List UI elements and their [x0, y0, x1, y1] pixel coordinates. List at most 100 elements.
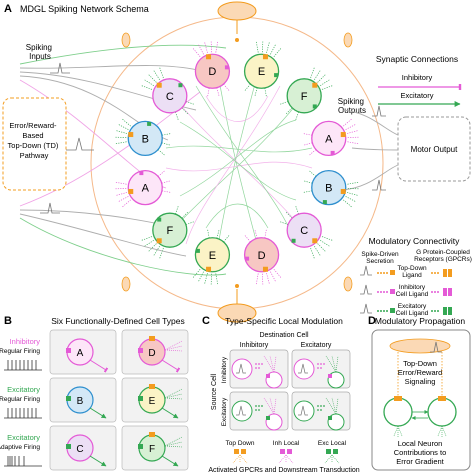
output-spike-icon [372, 179, 386, 191]
cell-card-label: F [149, 444, 155, 455]
modulation-type: Exc Local [318, 440, 347, 464]
ring-node-d: D [243, 229, 282, 285]
legend-inhibitory-label: Inhibitory [402, 73, 433, 82]
cell-card-b: B [49, 377, 117, 423]
firing-pattern-label: Regular Firing [0, 396, 40, 403]
panel-a-title: MDGL Spiking Network Schema [20, 4, 149, 14]
ring-node-a: A [303, 118, 359, 157]
legend-excitatory-label: Excitatory [401, 91, 434, 100]
panel-c-bottom-legend: Top Down Inh Local Exc Local [226, 440, 347, 464]
cell-type-label: Inhibitory [10, 337, 41, 346]
panel-label-a: A [4, 3, 12, 15]
panel-label-b: B [4, 315, 12, 327]
cell-type-label: Excitatory [7, 433, 40, 442]
ring-node-label: B [142, 133, 149, 145]
panel-b-title: Six Functionally-Defined Cell Types [51, 316, 185, 326]
ring-node-circle [127, 120, 163, 157]
td-source-d [389, 338, 451, 354]
spiking-inputs-line: Spiking [26, 43, 52, 52]
neuron-exc-d [383, 397, 413, 427]
ring-node-label: A [142, 183, 150, 195]
cell-card-label: C [76, 444, 83, 455]
td-pathway-label: Error/Reward- Based Top-Down (TD) Pathwa… [8, 121, 61, 160]
motor-output-label: Motor Output [411, 145, 458, 154]
ring-node-circle [127, 169, 163, 206]
td-source-top [217, 1, 257, 42]
modulation-type-label: Exc Local [318, 440, 347, 447]
cell-card-label: B [77, 396, 84, 407]
ring-node-b: B [303, 169, 359, 208]
ring-node-d: D [192, 41, 231, 97]
td-spike-icon [66, 137, 94, 151]
panel-a: A MDGL Spiking Network Schema [2, 1, 472, 323]
ring-node-circle [311, 120, 347, 157]
ring-node-e: E [243, 41, 282, 97]
cell-card-f: F [121, 425, 189, 471]
ring-node-c: C [141, 67, 195, 121]
panel-c-grid [229, 349, 351, 431]
ring-node-label: E [258, 66, 265, 78]
ring-node-circle [311, 169, 347, 206]
synaptic-connections-title: Synaptic Connections [376, 54, 458, 64]
source-cell-label: Source Cell [211, 373, 218, 410]
ring-node-f: F [279, 67, 333, 121]
spiking-inputs-line: Inputs [29, 52, 51, 61]
panel-d-neurons [383, 352, 457, 438]
ring-node-circle [243, 53, 280, 89]
output-lines [341, 109, 399, 191]
modulation-cell [229, 349, 289, 389]
modulation-type: Top Down [226, 440, 255, 464]
ring-node-label: E [209, 250, 216, 262]
panel-d-title: Modulatory Propagation [375, 316, 466, 326]
panel-c: C Type-Specific Local Modulation Destina… [202, 315, 360, 474]
modulation-cell [291, 391, 351, 431]
modulation-type-label: Top Down [226, 440, 255, 447]
panel-c-caption: Activated GPCRs and Downstream Transduct… [208, 467, 359, 474]
modulatory-title: Modulatory Connectivity [369, 236, 460, 246]
ring-node-label: D [258, 250, 266, 262]
modulation-cell [229, 391, 289, 431]
firing-pattern-label: Regular Firing [0, 348, 40, 355]
ring-node-circle [243, 237, 280, 273]
cell-type-label: Excitatory [7, 385, 40, 394]
cell-card-c: C [49, 425, 117, 471]
cell-card-e: E [121, 377, 189, 423]
ring-node-c: C [279, 205, 333, 259]
cell-card-label: D [148, 348, 155, 359]
ring-node-label: F [301, 91, 308, 103]
spiking-inputs-label: Spiking Inputs [26, 43, 54, 61]
cell-card-d: D [121, 329, 189, 375]
ring-node-circle [194, 237, 231, 273]
ring-node-e: E [192, 229, 231, 285]
cell-card-a: A [49, 329, 117, 375]
modulation-type: Inh Local [273, 440, 300, 464]
ring-node-label: C [166, 91, 174, 103]
dest-inhibitory-label: Inhibitory [240, 342, 269, 349]
firing-pattern-label: Adaptive Firing [0, 444, 40, 451]
ring-node-label: C [300, 225, 308, 237]
ring-node-a: A [115, 169, 171, 208]
ring-node-label: F [166, 225, 173, 237]
input-spike-icons [40, 62, 70, 214]
src-excitatory-label: Excitatory [221, 397, 228, 426]
panel-b: B Six Functionally-Defined Cell Types In… [0, 315, 189, 471]
modulation-cell [291, 349, 351, 389]
dest-excitatory-label: Excitatory [301, 342, 332, 349]
spiking-outputs-label: Spiking Outputs [338, 97, 366, 115]
src-inhibitory-label: Inhibitory [221, 356, 228, 383]
motor-output-box [397, 116, 471, 182]
